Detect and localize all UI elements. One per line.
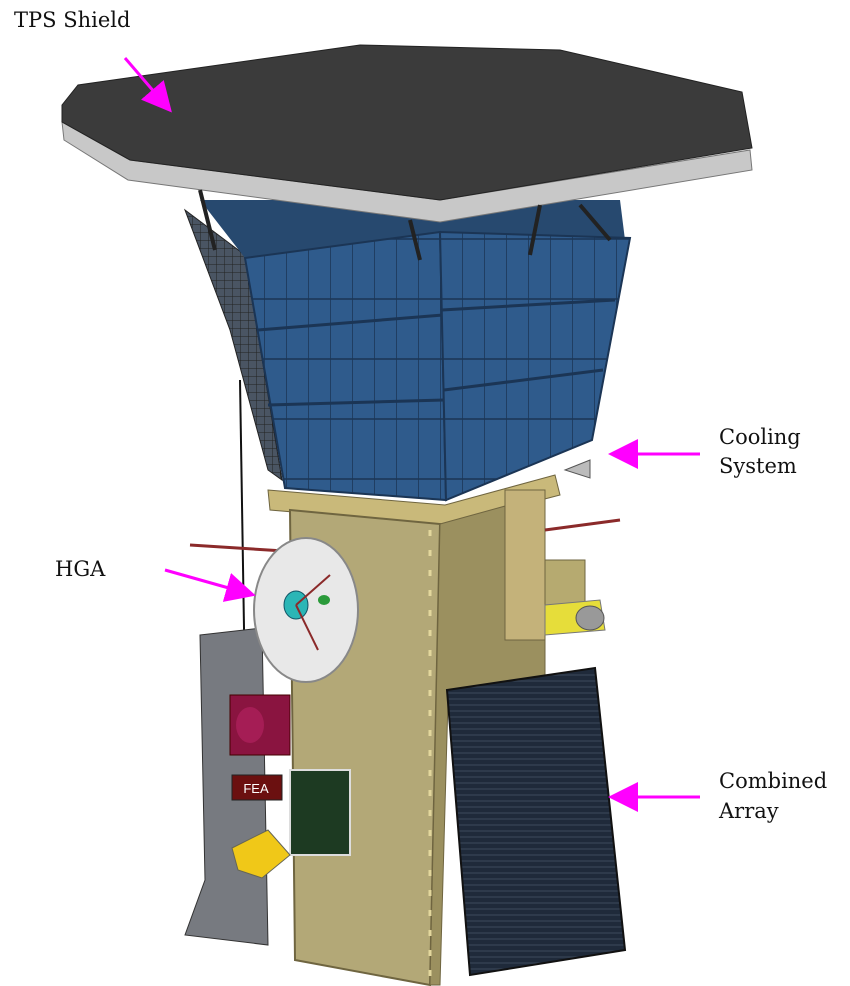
tps-shield-label: TPS Shield xyxy=(14,8,131,32)
hga-label: HGA xyxy=(55,557,106,581)
right-solar-panel xyxy=(438,230,632,502)
svg-text:FEA: FEA xyxy=(243,781,269,796)
combined-array-label-line2: Array xyxy=(719,799,779,823)
yellow-instrument xyxy=(231,829,291,879)
cooling-system-label-line1: Cooling xyxy=(719,425,801,449)
side-solar-panel xyxy=(183,208,283,482)
tps-shield xyxy=(61,44,753,201)
combined-array-panel xyxy=(445,666,627,977)
tps-shield-arrow xyxy=(123,57,172,113)
combined-array-label-line1: Combined xyxy=(719,769,828,793)
fea-box: FEA xyxy=(231,774,283,801)
hga-arrow xyxy=(164,568,256,602)
cooling-system-label-line2: System xyxy=(719,454,797,478)
cooling-system xyxy=(504,459,621,641)
electronics-box xyxy=(289,769,351,856)
high-gain-antenna xyxy=(189,537,359,683)
